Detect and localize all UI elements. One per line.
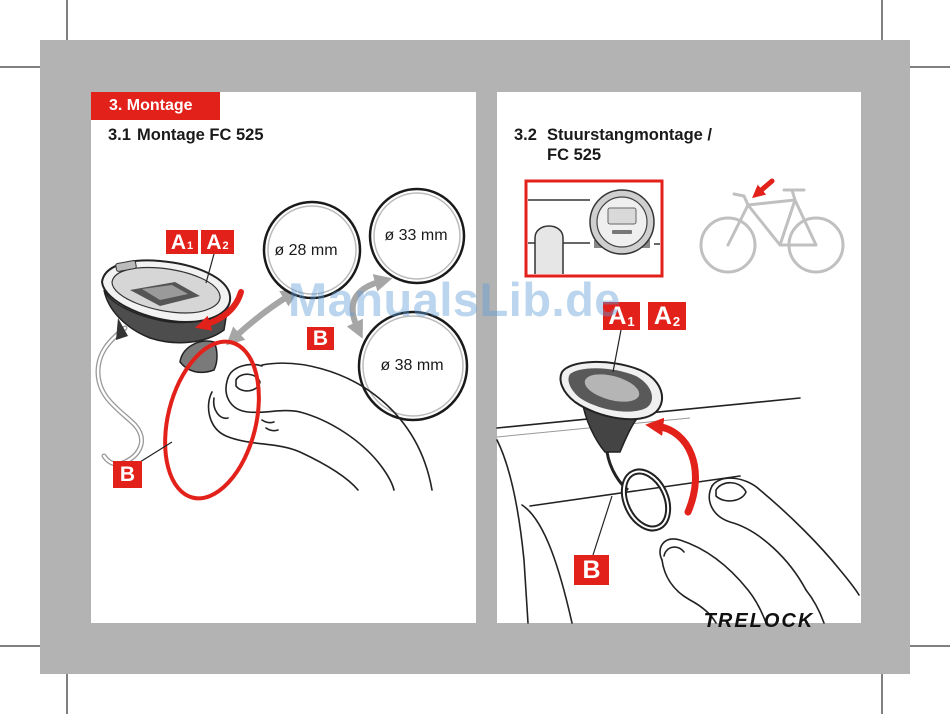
- label-subscript: 1: [187, 241, 193, 252]
- right-illustration: [497, 181, 859, 623]
- red-arrow-right: [656, 426, 695, 512]
- label-a1-left: A 1: [166, 230, 198, 254]
- diameter-label-33: ø 33 mm: [384, 227, 447, 245]
- right-heading-line1: Stuurstangmontage /: [547, 125, 712, 145]
- label-b-rings: B: [307, 327, 334, 350]
- gray-double-arrow-left: [234, 295, 290, 338]
- label-letter: B: [582, 558, 600, 583]
- label-subscript: 2: [673, 315, 680, 328]
- label-b-right: B: [574, 555, 609, 585]
- label-a2-left: A 2: [201, 230, 234, 254]
- bicycle-icon: [701, 190, 843, 272]
- right-heading-line2: FC 525: [547, 145, 601, 165]
- label-a2-right: A 2: [648, 302, 686, 330]
- computer-bracket: [102, 260, 230, 342]
- label-letter: A: [171, 232, 186, 253]
- diameter-label-38: ø 38 mm: [380, 357, 443, 375]
- label-letter: A: [206, 232, 221, 253]
- left-heading-number: 3.1: [108, 125, 131, 145]
- sensor-cable: [98, 328, 142, 464]
- label-subscript: 1: [627, 315, 634, 328]
- label-letter: B: [313, 328, 328, 349]
- inset-detail: [526, 181, 662, 276]
- trelock-logo: TRELOCK: [690, 609, 828, 633]
- o-ring: [615, 464, 677, 535]
- label-b-left: B: [113, 461, 142, 488]
- left-heading-title: Montage FC 525: [137, 125, 264, 145]
- section-tab: 3. Montage: [91, 92, 220, 120]
- label-letter: A: [654, 304, 672, 329]
- right-heading-number: 3.2: [514, 125, 537, 145]
- watermark: ManualsLib.de: [288, 272, 621, 327]
- label-letter: B: [120, 464, 135, 485]
- label-subscript: 2: [223, 241, 229, 252]
- leader-line-b-right: [593, 496, 612, 555]
- diameter-label-28: ø 28 mm: [274, 242, 337, 260]
- handlebar: [497, 398, 800, 623]
- red-arrow-bicycle: [758, 181, 772, 193]
